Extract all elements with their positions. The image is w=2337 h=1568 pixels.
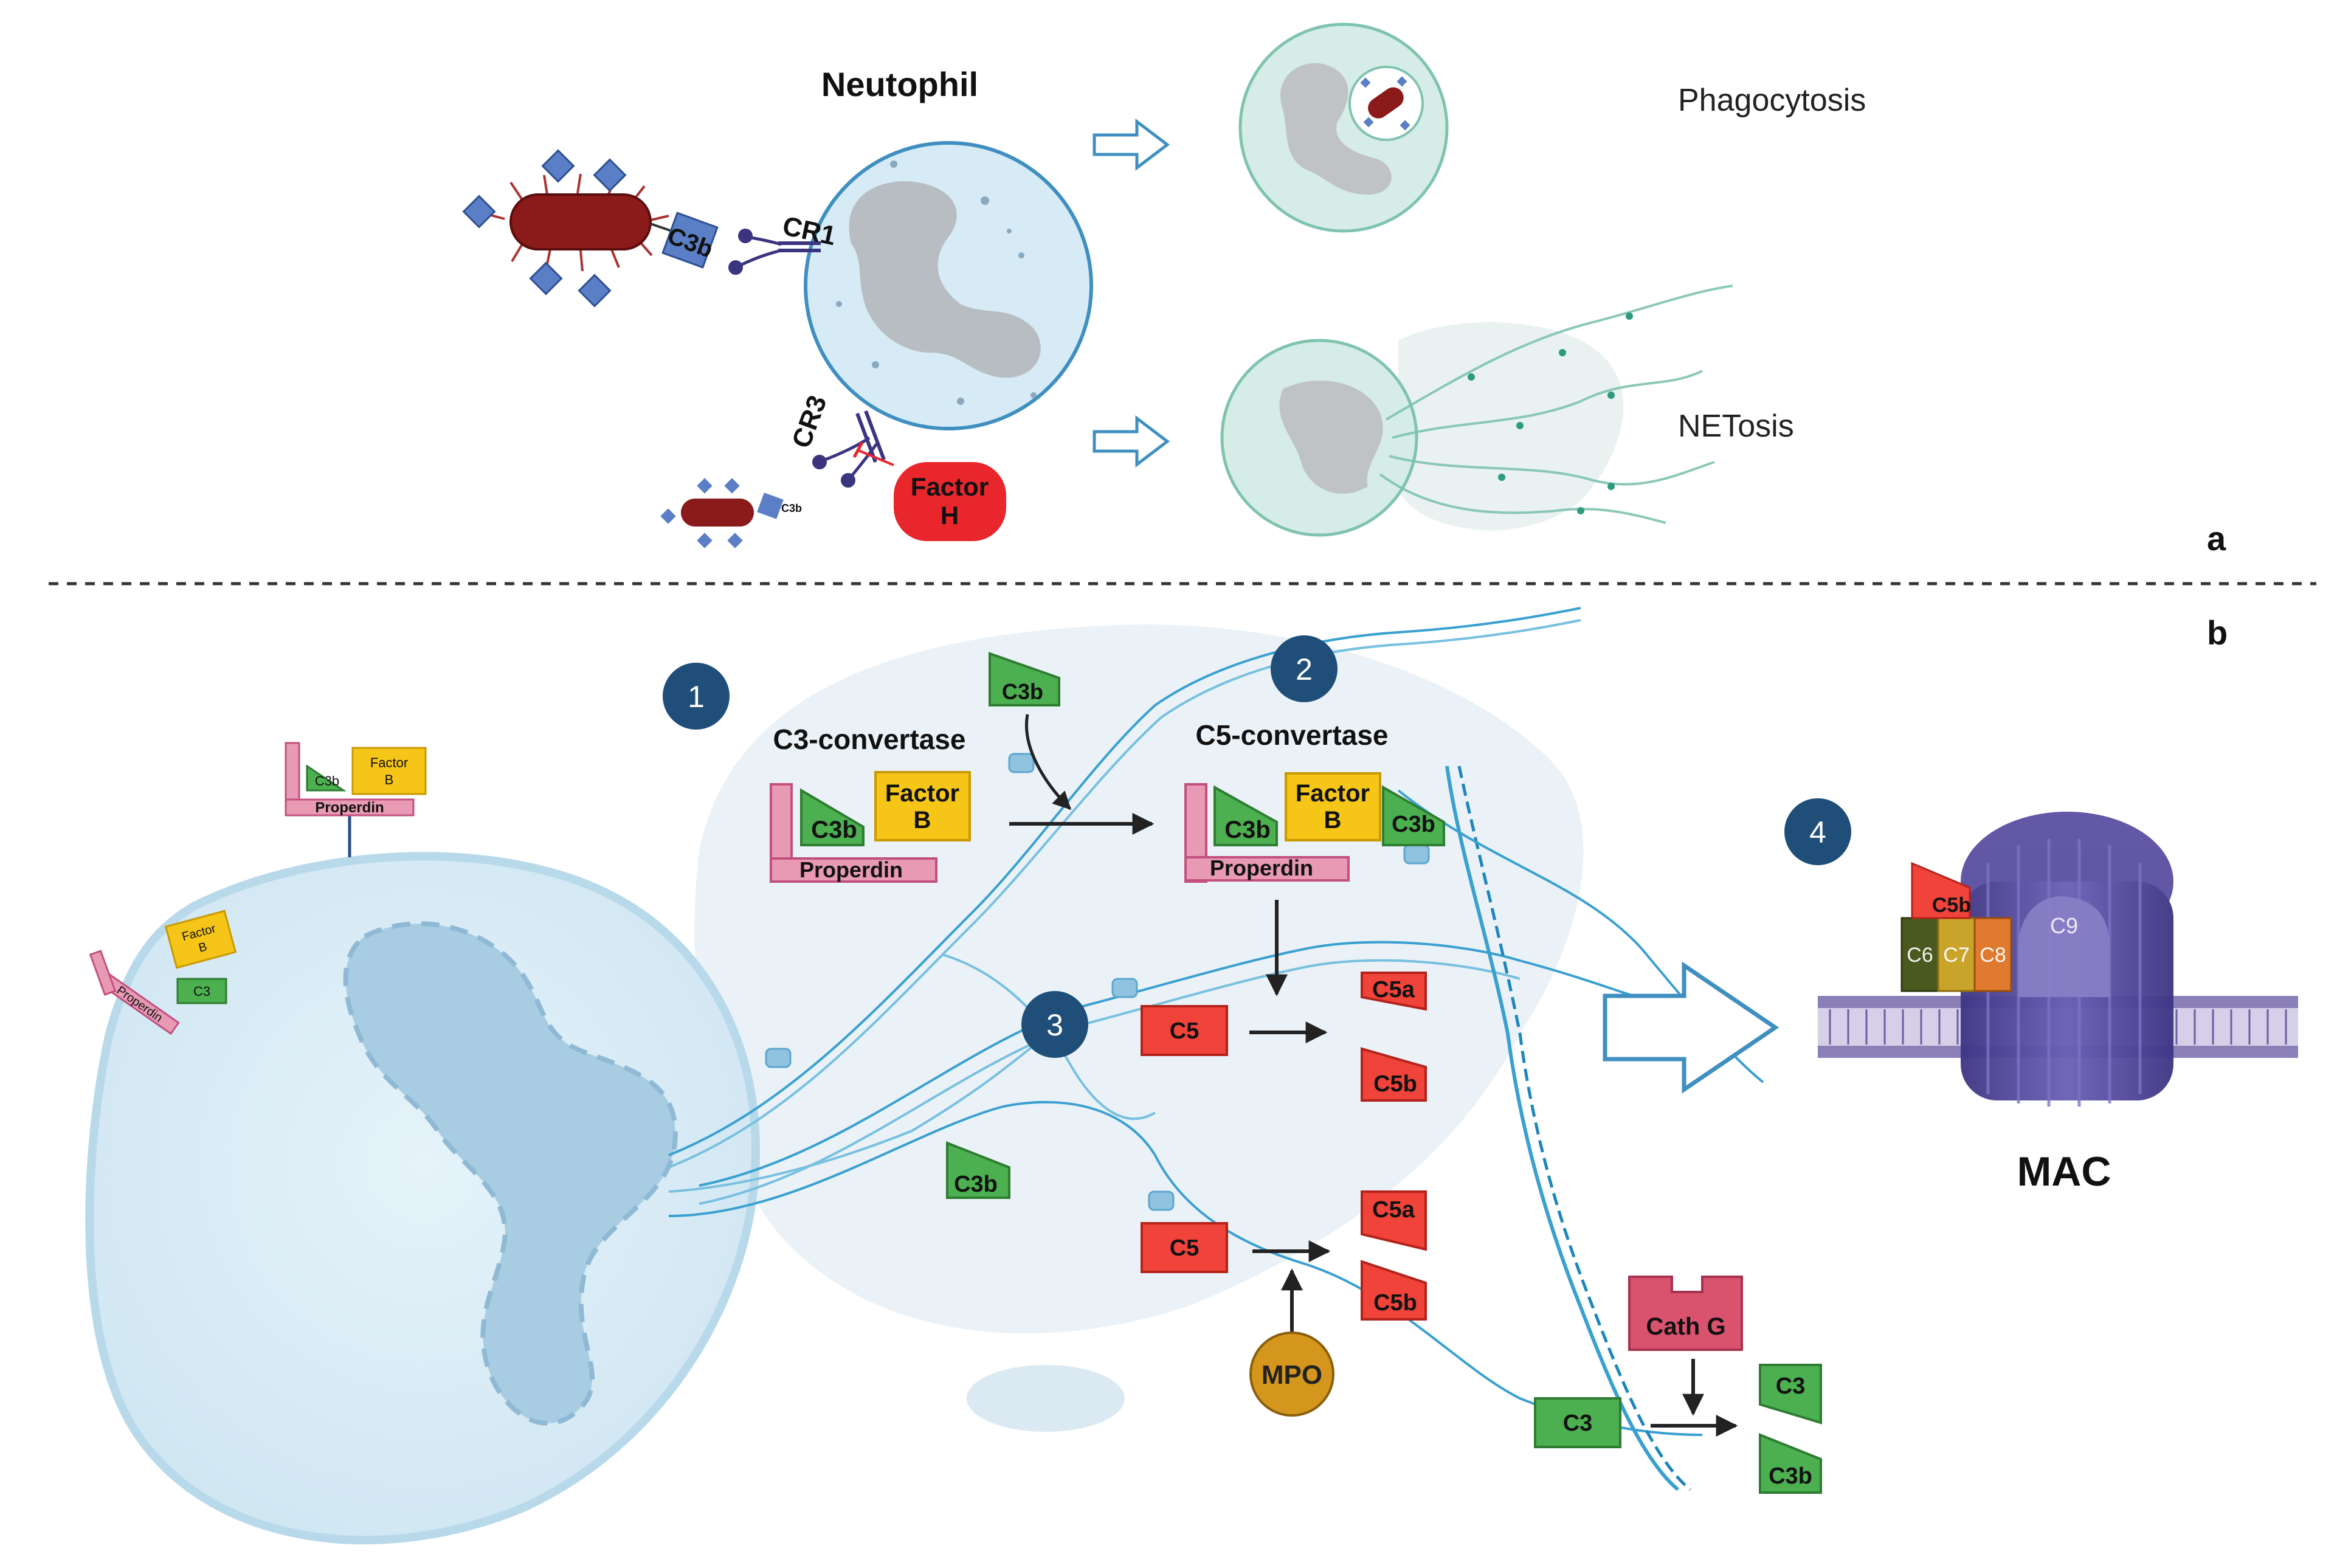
mpo-label: MPO <box>1262 1360 1322 1390</box>
mac-label: MAC <box>2017 1148 2111 1195</box>
arrow-to-netosis-icon <box>1093 415 1170 468</box>
panel-b-label: b <box>2207 613 2228 652</box>
c3b-product-label: C3b <box>1769 1463 1812 1489</box>
c3-convertase-title: C3-convertase <box>773 724 965 755</box>
phagocytosis-cell <box>1238 22 1449 233</box>
step-2-number: 2 <box>1296 652 1313 686</box>
mac-complex <box>1818 812 2298 1107</box>
outcome-netosis: NETosis <box>1678 409 1794 444</box>
c5-upper-box <box>1141 1005 1228 1056</box>
c5-convertase-c3b: C3b <box>1224 817 1271 843</box>
c3-convertase-c3b: C3b <box>811 817 857 843</box>
factor-h-label-2: H <box>941 501 959 530</box>
netotic-neutrophil <box>85 852 760 1545</box>
membrane-factor-1: Factor <box>370 755 408 770</box>
factor-h-label-1: Factor <box>911 472 989 501</box>
step-2-badge <box>1271 635 1338 702</box>
net-cloud-blob <box>967 1365 1125 1432</box>
c3-product-label: C3 <box>1776 1373 1806 1399</box>
mac-c9-label: C9 <box>2050 913 2078 938</box>
panel-a-label: a <box>2207 519 2226 558</box>
free-c3b-top-shape <box>989 652 1060 706</box>
netosis-cell <box>1220 285 1733 537</box>
c5-convertase-factor-1: Factor <box>1296 780 1370 807</box>
loose-c3-label: C3 <box>193 984 210 999</box>
c3-convertase-factor-2: B <box>914 807 931 834</box>
neutrophil-title: Neutophil <box>821 65 978 103</box>
mpo-circle <box>1249 1331 1334 1417</box>
outcome-phagocytosis: Phagocytosis <box>1678 83 1866 118</box>
curved-arrow-c3b <box>1025 714 1072 810</box>
neutrophil-cell <box>804 141 1093 430</box>
factor-h-inhibitor <box>852 441 1006 541</box>
c3-convertase-factor-1: Factor <box>885 780 959 807</box>
dna-strands <box>668 607 1764 1491</box>
cr3-label: CR3 <box>786 392 832 452</box>
c5b-lower-shape <box>1361 1260 1427 1321</box>
c5a-lower-label: C5a <box>1372 1197 1415 1223</box>
membrane-properdin-label: Properdin <box>315 800 384 816</box>
c5a-upper-shape <box>1361 972 1427 1011</box>
c5-convertase-properdin: Properdin <box>1210 855 1313 880</box>
c5-convertase-title: C5-convertase <box>1195 719 1388 751</box>
free-c3b-top: C3b <box>1002 679 1043 704</box>
c5-lower-label: C5 <box>1170 1235 1200 1261</box>
membrane-convertase <box>285 742 427 857</box>
membrane-factor-2: B <box>385 772 394 787</box>
c5-upper-label: C5 <box>1170 1018 1200 1044</box>
loose-components <box>89 910 237 1035</box>
step-1-badge <box>663 663 730 730</box>
cathepsin-shape <box>1628 1276 1743 1351</box>
c3-product-shape <box>1759 1364 1822 1425</box>
c3-substrate-label: C3 <box>1563 1411 1593 1436</box>
c5-lower-box <box>1141 1222 1228 1273</box>
mac-c5b-label: C5b <box>1932 894 1971 917</box>
mac-c7-label: C7 <box>1943 944 1969 967</box>
mac-c6-label: C6 <box>1907 944 1933 967</box>
c3-convertase-complex <box>770 771 971 883</box>
dna-nucleosomes <box>765 753 1430 1211</box>
step-1-number: 1 <box>688 680 705 714</box>
bacterium-large-icon <box>462 149 719 308</box>
c5-convertase-c3b-second: C3b <box>1392 812 1435 837</box>
free-c3b-mid: C3b <box>954 1172 998 1197</box>
free-c3b-mid-shape <box>946 1141 1010 1199</box>
c3b-product-shape <box>1759 1433 1822 1494</box>
c5b-lower-label: C5b <box>1373 1290 1417 1316</box>
c5a-upper-label: C5a <box>1372 977 1415 1003</box>
membrane-c3b-label: C3b <box>315 773 339 789</box>
step-3-number: 3 <box>1046 1008 1063 1042</box>
arrow-to-phagocytosis-icon <box>1093 118 1170 171</box>
cathepsin-label: Cath G <box>1646 1313 1725 1340</box>
c3-substrate-box <box>1534 1397 1621 1448</box>
opsonin-small-label: C3b <box>781 502 802 514</box>
cr1-receptor <box>728 229 821 275</box>
c5-convertase-factor-2: B <box>1324 807 1342 834</box>
loose-factor-2: B <box>197 940 209 955</box>
cr3-receptor <box>812 410 886 488</box>
step-3-badge <box>1021 991 1088 1058</box>
step-4-badge <box>1784 798 1851 865</box>
arrow-to-mac-icon <box>1603 961 1780 1094</box>
mac-c8-label: C8 <box>1980 944 2006 967</box>
panel-a: Neutophil CR1 CR3 <box>462 22 2226 558</box>
step-4-number: 4 <box>1809 815 1826 849</box>
bacterium-small-icon <box>660 478 784 548</box>
c5b-upper-label: C5b <box>1373 1071 1417 1097</box>
panel-b: b 1 <box>85 607 2298 1545</box>
c3-convertase-properdin: Properdin <box>799 857 903 882</box>
c5b-upper-shape <box>1361 1047 1427 1102</box>
c5a-lower-shape <box>1361 1190 1427 1251</box>
c5-convertase-complex <box>1184 772 1445 883</box>
